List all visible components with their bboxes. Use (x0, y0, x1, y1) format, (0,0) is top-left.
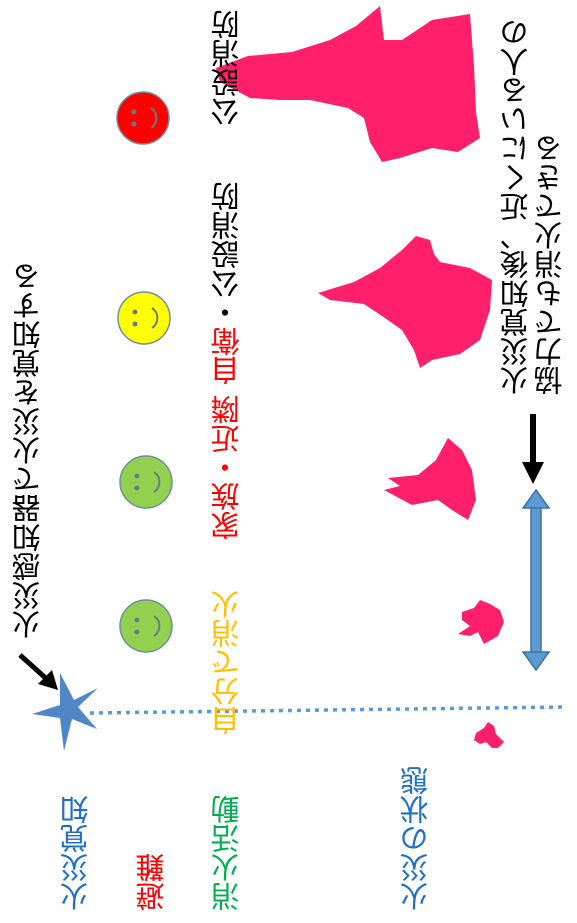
label-firefighting: 消火活動 (210, 795, 244, 911)
separator-dot: ・ (210, 298, 244, 327)
flame-icon (384, 438, 476, 520)
action-self: 自分で消火 (210, 590, 244, 735)
smiley-face-icon (119, 599, 173, 653)
smiley-face-icon (117, 291, 171, 345)
top-note: 火災感知器で火災を覚知する (11, 262, 45, 639)
action-public-fire-dept: 公設消防 (210, 182, 244, 298)
action-public-fire-dept-top: 公設消防 (210, 10, 244, 126)
action-volunteer-public: 自衛・公設消防 (210, 182, 244, 385)
action-volunteer: 自衛 (210, 327, 244, 385)
flame-icon (318, 236, 492, 368)
smiley-face-icon (116, 91, 170, 145)
pointer-arrow-icon (522, 414, 544, 484)
action-family: 家族 (210, 482, 244, 540)
label-fire-state: 火災の状態 (399, 766, 433, 911)
pointer-arrow-icon (18, 653, 58, 690)
detection-dotted-line (89, 705, 566, 715)
star-icon (32, 673, 98, 751)
right-note-line2: 協力でも消火できる (533, 134, 567, 395)
right-note-line1: 火災覚知後、近くにいる人の (499, 18, 533, 395)
smiley-face-icon (119, 455, 173, 509)
flame-icon (216, 6, 480, 162)
label-evacuation: 避難 (135, 853, 169, 911)
flame-icon (458, 600, 504, 644)
flame-icon (474, 722, 504, 748)
separator-dot: ・ (210, 453, 244, 482)
double-arrow-icon (521, 488, 551, 672)
label-fire-detection: 火災覚知 (59, 795, 93, 911)
action-family-neighbors: 家族・近隣 (210, 395, 244, 540)
action-neighbors: 近隣 (210, 395, 244, 453)
